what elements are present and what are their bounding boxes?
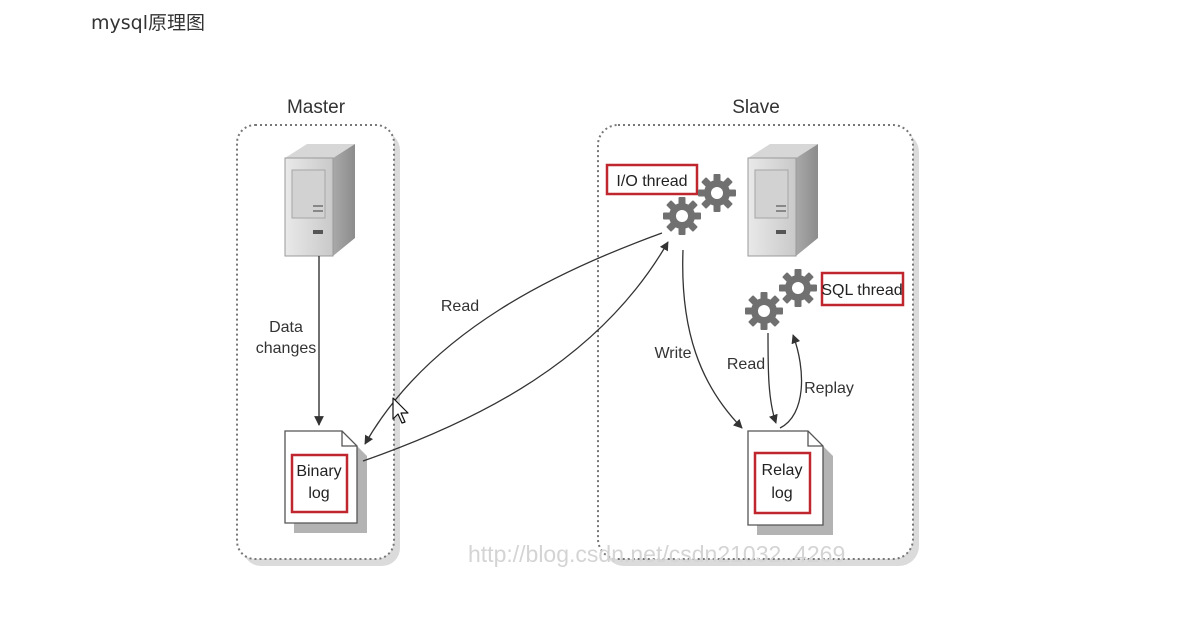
- binary-log-document: [284, 430, 367, 533]
- relay-log-label-2: log: [771, 485, 792, 502]
- slave-server-icon: [747, 144, 818, 257]
- replay-arrow: [779, 334, 803, 429]
- slave-container: [597, 124, 919, 566]
- data-changes-label-1: Data: [269, 319, 303, 336]
- read-master-label: Read: [441, 298, 479, 315]
- read-slave-label: Read: [727, 356, 765, 373]
- master-title: Master: [287, 97, 346, 118]
- write-label: Write: [654, 345, 691, 362]
- relay-log-document: [747, 430, 833, 535]
- relay-log-label-1: Relay: [762, 462, 803, 479]
- data-changes-label-2: changes: [256, 340, 317, 357]
- watermark: http://blog.csdn.net/csdn21032..4269: [468, 541, 845, 567]
- read-relay-arrow: [767, 332, 778, 424]
- io-thread-box: [605, 163, 699, 196]
- binary-log-label-1: Binary: [296, 463, 341, 480]
- master-server-icon: [284, 144, 355, 257]
- slave-title: Slave: [732, 97, 780, 118]
- sql-thread-box: [820, 271, 905, 307]
- binlog-stream-arrow: [362, 241, 669, 462]
- sql-thread-gear-icon: [745, 269, 817, 330]
- io-thread-gear-icon: [663, 174, 736, 235]
- sql-thread-label: SQL thread: [821, 282, 902, 299]
- replay-label: Replay: [804, 380, 854, 397]
- io-thread-label: I/O thread: [616, 173, 687, 190]
- mouse-cursor-icon: [392, 397, 409, 424]
- write-arrow: [682, 249, 743, 429]
- binary-log-label-2: log: [308, 485, 329, 502]
- page-title: mysql原理图: [91, 12, 205, 34]
